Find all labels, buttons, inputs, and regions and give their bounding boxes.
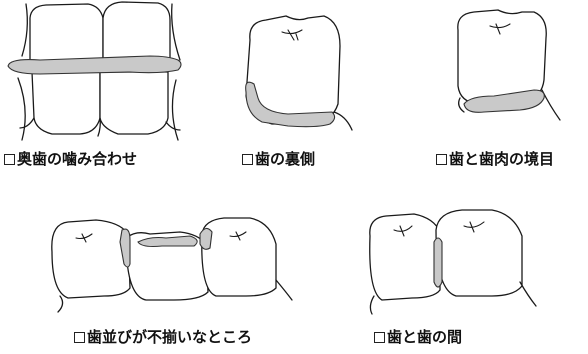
checkbox-icon[interactable]	[242, 153, 253, 165]
checkbox-icon[interactable]	[4, 153, 15, 165]
crooked-right-root	[275, 279, 293, 301]
lower-right-edge	[165, 121, 181, 131]
caption-back-label: 歯の裏側	[255, 150, 316, 168]
lower-left-edge	[19, 117, 35, 129]
panel-crooked: 歯並びが不揃いなところ	[40, 200, 302, 354]
checkbox-icon[interactable]	[74, 331, 85, 343]
between-right-base	[519, 281, 537, 307]
between-left-base	[369, 295, 375, 315]
between-highlight	[433, 237, 443, 288]
tooth-gumline-root	[541, 89, 561, 121]
upper-left-root-line	[21, 3, 28, 57]
tooth-crooked-left	[51, 219, 131, 299]
gumline-illustration	[457, 9, 561, 121]
lower-gap-line	[97, 117, 101, 137]
upper-molar-left	[29, 3, 104, 65]
panel-bite: 奥歯の噛み合わせ	[0, 0, 190, 172]
caption-between-label: 歯と歯の間	[387, 328, 463, 346]
tooth-between-left	[369, 213, 441, 301]
caption-gumline-label: 歯と歯肉の境目	[449, 150, 555, 168]
between-right-fissure	[463, 221, 485, 233]
tooth-crooked-middle	[125, 231, 209, 301]
tooth-between-right	[435, 209, 523, 297]
panel-gumline: 歯と歯肉の境目	[430, 0, 588, 172]
occlusal-highlight	[7, 55, 182, 75]
crooked-illustration	[51, 217, 293, 313]
crooked-right-fissure	[229, 231, 247, 241]
caption-crooked: 歯並びが不揃いなところ	[74, 328, 252, 346]
upper-molar-right	[102, 1, 171, 65]
bite-illustration	[7, 1, 182, 141]
checkbox-icon[interactable]	[436, 153, 447, 165]
lower-molar-left	[31, 71, 101, 135]
checkbox-icon[interactable]	[374, 331, 385, 343]
caption-between: 歯と歯の間	[374, 328, 462, 346]
crooked-highlight-middle	[137, 235, 198, 248]
between-illustration	[369, 209, 537, 315]
gum-edge	[458, 97, 465, 113]
crooked-highlight-left	[119, 228, 131, 268]
caption-bite-label: 奥歯の噛み合わせ	[17, 150, 138, 168]
lower-left-root-line	[17, 77, 26, 141]
tooth-back-fissure	[281, 29, 303, 41]
caption-gumline: 歯と歯肉の境目	[436, 150, 554, 168]
caption-bite: 奥歯の噛み合わせ	[4, 150, 137, 168]
upper-right-root-line	[171, 3, 181, 61]
tooth-crooked-right	[201, 217, 277, 297]
tooth-back-root	[333, 111, 353, 131]
gumline-highlight	[463, 89, 545, 113]
caption-crooked-label: 歯並びが不揃いなところ	[87, 328, 253, 346]
back-illustration	[245, 15, 353, 131]
panel-back: 歯の裏側	[228, 0, 368, 172]
panel-between: 歯と歯の間	[352, 196, 552, 354]
crooked-highlight-right	[199, 227, 213, 250]
caption-back: 歯の裏側	[242, 150, 315, 168]
between-left-fissure	[393, 225, 413, 237]
crooked-left-fissure	[75, 233, 93, 243]
lower-molar-right	[99, 71, 169, 135]
back-highlight	[245, 81, 336, 128]
lower-right-root-line	[171, 79, 179, 141]
tooth-gumline-fissure	[489, 23, 511, 35]
crooked-left-base	[57, 295, 64, 313]
